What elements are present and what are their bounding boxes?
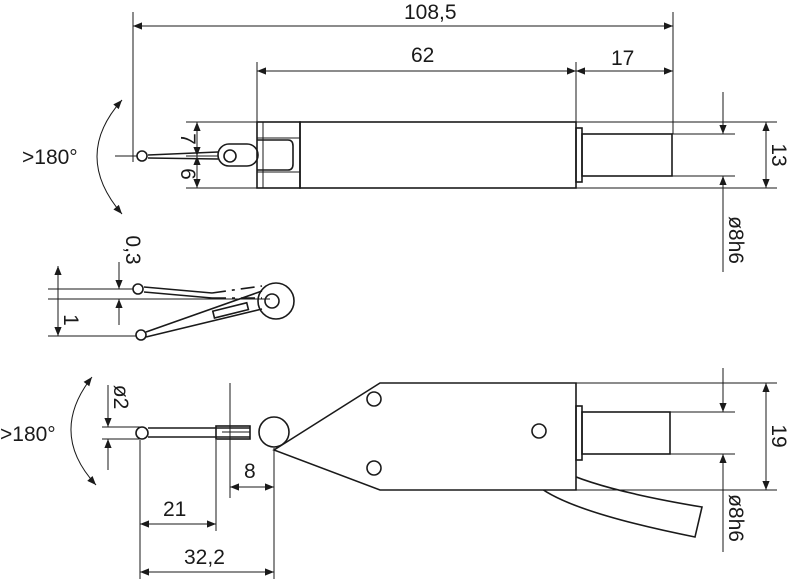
bottom-pivot [258,416,290,448]
detail-tip-upper [132,283,144,295]
dim-stroke-label: 1 [59,314,82,326]
bottom-screw-2 [366,460,382,476]
dim-lower-offset-label: 6 [176,168,199,180]
top-stylus-tip [136,150,148,162]
top-stylus-clamp [217,143,259,167]
bottom-shaft [581,411,671,455]
dim-tip-diameter-label: ø2 [109,385,132,410]
dim-shaft-diameter-top-label: ø8h6 [724,216,747,264]
dim-body-height-label: 13 [767,143,790,166]
top-body [299,121,577,189]
top-rotation-arc [96,99,123,215]
detail-pivot [257,282,295,320]
detail-view: 0,3 1 [48,235,295,341]
bottom-screw-1 [366,391,382,407]
top-shaft [581,133,673,177]
dim-body-length-label: 62 [411,44,434,67]
bottom-rotation-label: >180° [0,423,56,446]
dim-shaft-diameter-bottom-label: ø8h6 [724,494,747,542]
dim-clamp-length-label: 8 [244,460,256,483]
dim-pivot-length-label: 32,2 [184,546,225,569]
bottom-cable [536,469,703,538]
bottom-stylus-tip [135,426,149,440]
bottom-screw-3 [531,423,547,439]
bottom-rotation-arc [70,376,97,486]
bottom-body [272,382,577,491]
top-pivot [223,149,237,163]
dim-gap-label: 0,3 [121,235,144,264]
top-rotation-label: >180° [22,146,78,169]
dim-bottom-height-label: 19 [767,424,790,447]
top-view: >180° 108,5 62 17 7 6 13 ø8h6 [22,1,790,272]
top-holder [256,121,301,189]
bottom-view: >180° ø2 8 21 32,2 19 ø8h6 [0,368,790,579]
detail-tip-lower [135,329,147,341]
dim-total-length-label: 108,5 [404,1,457,24]
dim-shaft-length-label: 17 [611,47,634,70]
dim-arm-length-label: 21 [163,498,186,521]
dim-upper-offset-label: 7 [176,133,199,145]
